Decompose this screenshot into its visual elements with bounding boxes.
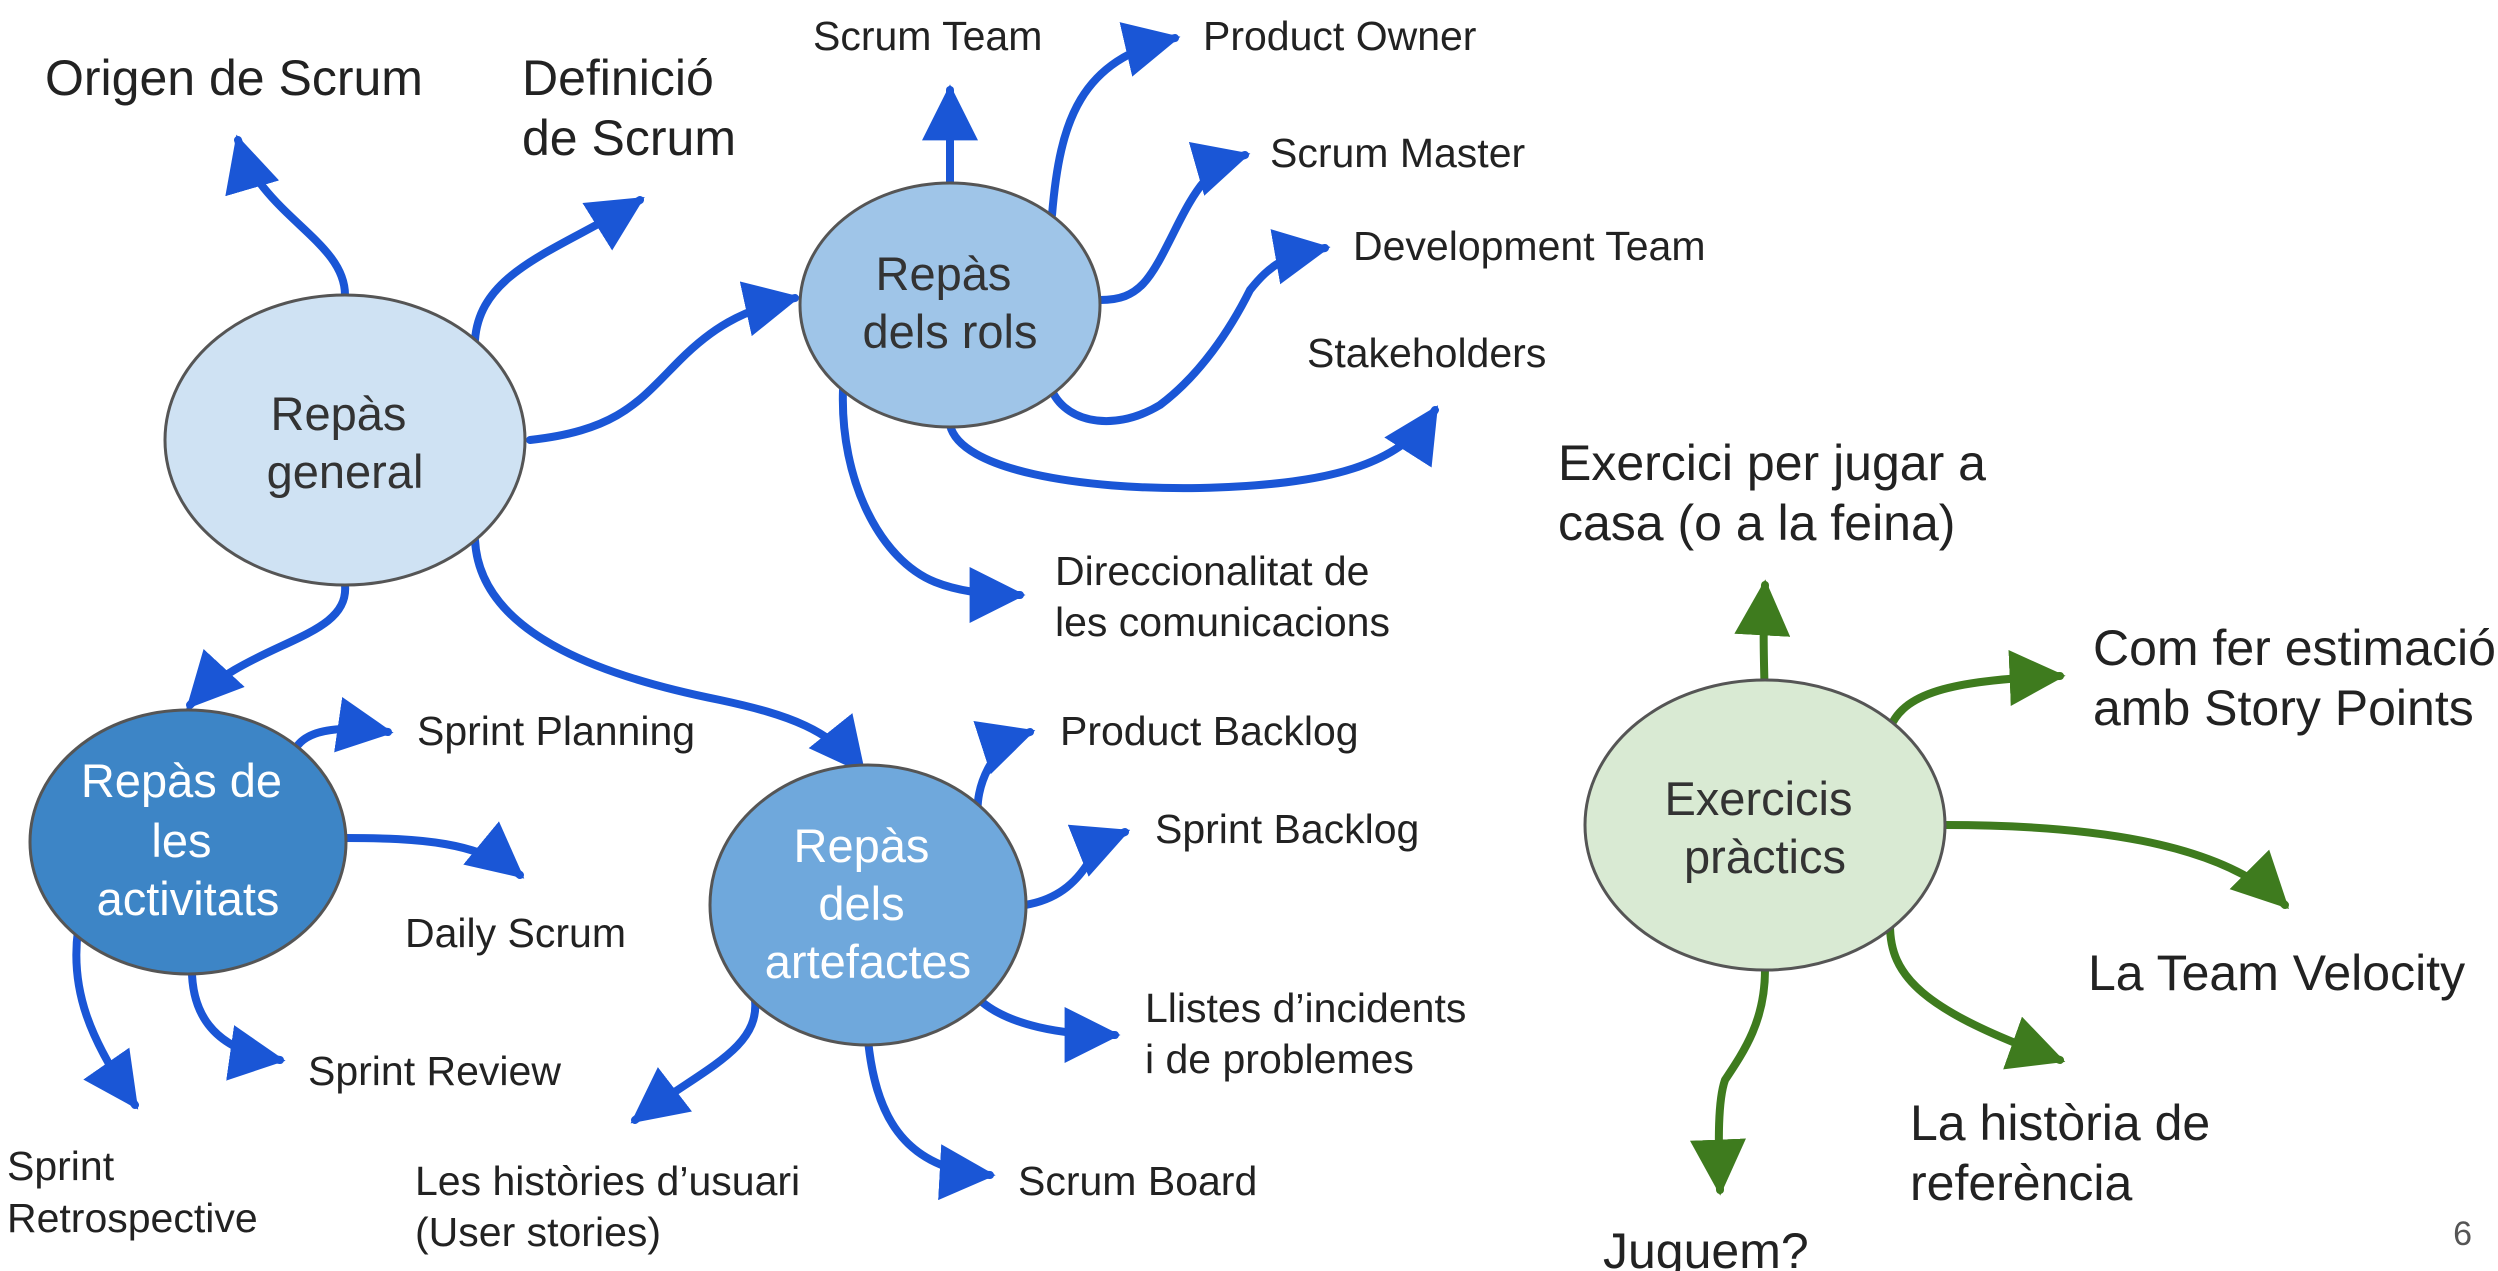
node-general-shape — [163, 293, 527, 587]
arrow-to-sprint-review — [187, 958, 286, 1081]
arrow-to-activitats — [186, 581, 350, 710]
label-daily-scrum: Daily Scrum — [405, 910, 626, 956]
label-sprint-retrospective: Sprint Retrospective — [7, 1143, 258, 1241]
arrows-rols — [838, 22, 1439, 623]
label-sprint-planning: Sprint Planning — [417, 708, 695, 754]
arrow-to-artefactes — [471, 536, 866, 775]
arrow-to-sprint-planning — [294, 697, 394, 753]
arrow-to-team-velocity — [1941, 821, 2289, 909]
arrow-to-historia-referencia — [1886, 921, 2066, 1070]
node-exercicis-label: Exercicis pràctics — [1664, 772, 1865, 883]
arrow-to-estimacio — [1886, 650, 2066, 732]
label-direccionalitat: Direccionalitat de les comunicacions — [1055, 548, 1390, 645]
label-stakeholders: Stakeholders — [1307, 330, 1546, 376]
node-general-label: Repàs general — [267, 387, 424, 498]
node-activitats-shape — [28, 708, 348, 976]
label-scrum-board: Scrum Board — [1018, 1158, 1257, 1204]
arrow-to-origen — [225, 134, 349, 299]
arrow-to-rols — [526, 281, 801, 444]
label-historia-referencia: La història de referència — [1910, 1095, 2224, 1211]
label-histories: Les històries d’usuari (User stories) — [415, 1158, 812, 1255]
label-juguem: Juguem? — [1603, 1223, 1809, 1271]
arrow-to-product-backlog — [973, 721, 1036, 819]
label-scrum-team: Scrum Team — [813, 13, 1042, 59]
arrow-to-scrum-master — [1096, 141, 1251, 304]
arrow-to-product-owner — [1048, 22, 1181, 219]
label-origen: Origen de Scrum — [45, 50, 423, 106]
label-product-owner: Product Owner — [1203, 13, 1476, 59]
node-activitats-label: Repàs de les activitats — [81, 754, 295, 925]
label-sprint-review: Sprint Review — [308, 1048, 561, 1094]
label-product-backlog: Product Backlog — [1060, 708, 1359, 754]
node-general[interactable]: Repàs general — [163, 293, 527, 587]
arrow-to-llistes — [978, 998, 1121, 1063]
label-llistes: Llistes d’incidents i de problemes — [1145, 985, 1478, 1082]
arrow-to-scrum-board — [864, 1036, 996, 1201]
label-sprint-backlog: Sprint Backlog — [1155, 806, 1419, 852]
arrow-to-direccionalitat — [838, 386, 1026, 623]
node-artefactes-shape — [708, 763, 1028, 1047]
label-scrum-master: Scrum Master — [1270, 130, 1525, 176]
node-exercicis-shape — [1583, 678, 1947, 972]
label-development-team: Development Team — [1353, 223, 1705, 269]
arrows-general — [186, 134, 866, 775]
labels: Origen de Scrum Definició de Scrum Scrum… — [7, 13, 2498, 1271]
arrow-to-daily-scrum — [341, 821, 525, 879]
node-exercicis[interactable]: Exercicis pràctics — [1583, 678, 1947, 972]
node-rols[interactable]: Repàs dels rols — [798, 181, 1102, 429]
label-team-velocity: La Team Velocity — [2088, 945, 2465, 1001]
arrows-activitats — [72, 697, 525, 1110]
label-definicio: Definició de Scrum — [522, 50, 736, 166]
arrow-to-sprint-backlog — [1021, 824, 1131, 909]
node-rols-shape — [798, 181, 1102, 429]
arrow-to-juguem — [1690, 966, 1769, 1196]
node-artefactes[interactable]: Repàs dels artefactes — [708, 763, 1028, 1047]
arrow-to-definicio — [471, 196, 645, 344]
arrow-to-development-team — [1046, 229, 1331, 426]
page-number: 6 — [2453, 1215, 2472, 1253]
label-estimacio: Com fer estimació amb Story Points — [2093, 620, 2498, 736]
node-activitats[interactable]: Repàs de les activitats — [28, 708, 348, 976]
node-rols-label: Repàs dels rols — [862, 247, 1037, 358]
arrow-to-sprint-retrospective — [72, 926, 139, 1110]
node-artefactes-label: Repàs dels artefactes — [765, 819, 971, 988]
arrow-to-stakeholders — [946, 405, 1439, 493]
arrow-to-histories — [630, 996, 760, 1124]
arrows-artefactes — [630, 721, 1131, 1201]
label-exercici-casa: Exercici per jugar a casa (o a la feina) — [1558, 435, 2000, 551]
